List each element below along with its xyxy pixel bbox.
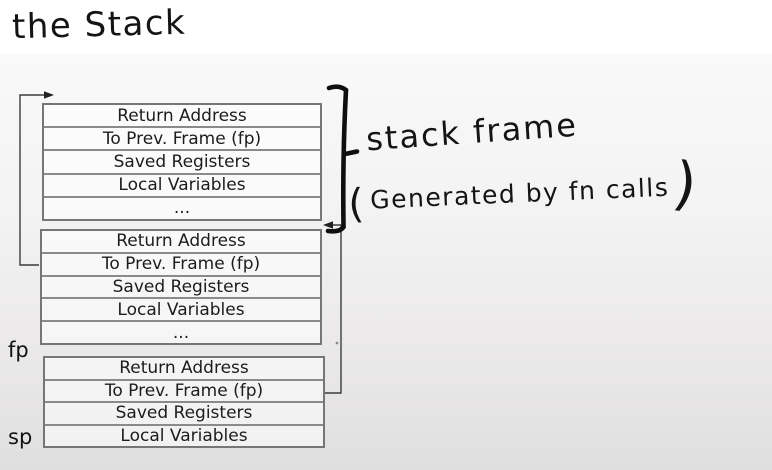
stack-frame-1: Return Address To Prev. Frame (fp) Saved…	[42, 103, 322, 221]
frame-row: Local Variables	[120, 425, 248, 446]
page-title: the Stack	[11, 2, 187, 48]
frame-row: Return Address	[44, 105, 320, 129]
stack-frame-2: Return Address To Prev. Frame (fp) Saved…	[40, 229, 322, 345]
frame-row: Saved Registers	[45, 403, 323, 426]
prev-frame-pointer-right-line	[325, 224, 342, 394]
frame-row: Return Address	[42, 231, 320, 254]
fp-register-label: fp	[8, 338, 29, 362]
frame-row: ...	[173, 198, 191, 219]
generated-by-text: Generated by fn calls	[369, 172, 670, 215]
ink-dot	[335, 341, 339, 345]
generated-by-annotation: ( Generated by fn calls )	[347, 148, 703, 229]
arrowhead-right-icon	[44, 91, 54, 99]
frame-row: Local Variables	[44, 175, 320, 198]
close-paren: )	[669, 148, 703, 220]
arrowhead-left-icon	[323, 221, 333, 229]
frame-row: To Prev. Frame (fp)	[42, 254, 320, 277]
frame-row: Return Address	[45, 358, 323, 381]
frame-row: Saved Registers	[42, 277, 320, 300]
frame-row: To Prev. Frame (fp)	[45, 381, 323, 403]
frame-row: Saved Registers	[44, 151, 320, 175]
open-paren: (	[347, 180, 367, 228]
frame-row: To Prev. Frame (fp)	[44, 128, 320, 152]
stack-frame-3: Return Address To Prev. Frame (fp) Saved…	[43, 356, 325, 448]
frame-row: Local Variables	[42, 299, 320, 323]
stack-frame-annotation: stack frame	[364, 105, 580, 159]
frame-row: ...	[172, 322, 190, 343]
sp-register-label: sp	[8, 425, 33, 449]
